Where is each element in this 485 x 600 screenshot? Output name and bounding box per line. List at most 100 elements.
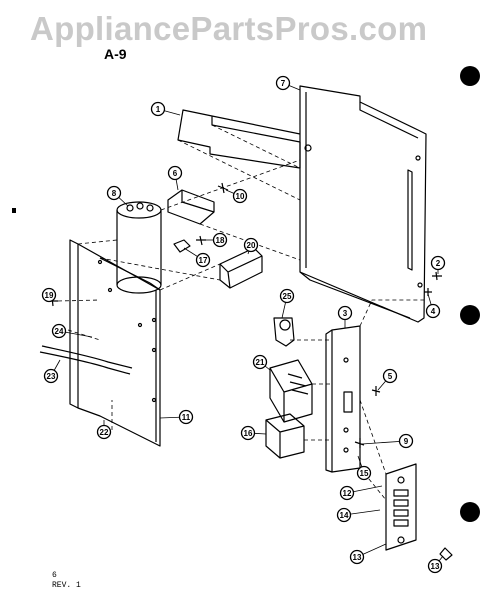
callout-circle bbox=[212, 232, 228, 248]
callout-circle bbox=[430, 255, 446, 271]
callout-number: 19 bbox=[45, 291, 54, 300]
callout-circle bbox=[349, 549, 365, 565]
callout-number: 25 bbox=[283, 292, 292, 301]
callout-number: 8 bbox=[112, 189, 117, 198]
footer-revision: REV. 1 bbox=[52, 581, 81, 590]
callout-17: 17 bbox=[183, 247, 211, 268]
callout-circle bbox=[243, 237, 259, 253]
callout-4: 4 bbox=[425, 293, 441, 319]
part-7-side-panel bbox=[299, 85, 427, 323]
callout-circle bbox=[356, 465, 372, 481]
watermark: AppliancePartsPros.com bbox=[30, 10, 428, 47]
callout-circle bbox=[240, 425, 256, 441]
callout-number: 13 bbox=[431, 562, 440, 571]
callout-11: 11 bbox=[159, 409, 194, 425]
callout-6: 6 bbox=[167, 165, 183, 191]
callout-number: 1 bbox=[156, 105, 161, 114]
callout-number: 11 bbox=[182, 413, 191, 422]
callout-number: 3 bbox=[343, 309, 348, 318]
callout-10: 10 bbox=[225, 188, 248, 204]
callout-21: 21 bbox=[252, 354, 271, 371]
callout-18: 18 bbox=[206, 232, 228, 248]
callout-number: 7 bbox=[281, 79, 286, 88]
callout-23: 23 bbox=[43, 359, 61, 384]
callout-number: 9 bbox=[404, 437, 409, 446]
registration-dot-top bbox=[460, 66, 480, 86]
callout-number: 12 bbox=[343, 489, 352, 498]
callout-circle bbox=[195, 252, 211, 268]
registration-dot-bottom bbox=[460, 502, 480, 522]
callout-number: 4 bbox=[431, 307, 436, 316]
callout-circle bbox=[252, 354, 268, 370]
callout-circle bbox=[398, 433, 414, 449]
callout-leader bbox=[361, 440, 407, 445]
callout-number: 6 bbox=[173, 169, 178, 178]
callout-13: 13 bbox=[427, 555, 444, 574]
callout-1: 1 bbox=[150, 101, 181, 117]
callout-8: 8 bbox=[106, 185, 129, 207]
callout-7: 7 bbox=[275, 75, 301, 91]
part-3-panel bbox=[325, 325, 361, 473]
callout-14: 14 bbox=[336, 507, 381, 523]
callout-25: 25 bbox=[279, 288, 295, 319]
part-20-relay bbox=[219, 247, 263, 289]
callout-circle bbox=[425, 303, 441, 319]
callout-15: 15 bbox=[356, 455, 372, 481]
callout-circle bbox=[106, 185, 122, 201]
registration-dot-middle bbox=[460, 305, 480, 325]
callout-circle bbox=[337, 305, 353, 321]
callout-circle bbox=[96, 424, 112, 440]
callout-9: 9 bbox=[361, 433, 414, 449]
callout-number: 13 bbox=[353, 553, 362, 562]
callout-number: 22 bbox=[100, 428, 109, 437]
callout-number: 14 bbox=[340, 511, 349, 520]
callout-number: 15 bbox=[360, 469, 369, 478]
callout-circle bbox=[43, 368, 59, 384]
callout-number: 24 bbox=[55, 327, 64, 336]
callout-number: 10 bbox=[236, 192, 245, 201]
callout-20: 20 bbox=[243, 237, 259, 255]
callout-circle bbox=[427, 558, 443, 574]
callout-5: 5 bbox=[377, 368, 398, 391]
callout-number: 17 bbox=[199, 256, 208, 265]
alignment-lines bbox=[57, 124, 424, 501]
callout-2: 2 bbox=[430, 255, 446, 274]
callout-number: 20 bbox=[247, 241, 256, 250]
part-25-switch bbox=[273, 317, 295, 347]
callout-number: 16 bbox=[244, 429, 253, 438]
part-8-capacitor bbox=[116, 201, 162, 294]
callout-circle bbox=[232, 188, 248, 204]
callout-number: 23 bbox=[47, 372, 56, 381]
part-6-bracket bbox=[167, 189, 215, 225]
callout-13: 13 bbox=[349, 543, 387, 565]
callout-number: 18 bbox=[216, 236, 225, 245]
callout-circle bbox=[178, 409, 194, 425]
callout-circle bbox=[51, 323, 67, 339]
figure-label: A-9 bbox=[104, 46, 127, 62]
callout-number: 21 bbox=[256, 358, 265, 367]
callout-circle bbox=[167, 165, 183, 181]
callout-number: 2 bbox=[436, 259, 441, 268]
callout-circle bbox=[382, 368, 398, 384]
registration-tick bbox=[12, 208, 16, 213]
footer-page-number: 6 bbox=[52, 571, 57, 580]
callout-circle bbox=[279, 288, 295, 304]
registration-marks bbox=[12, 66, 480, 522]
part-16-transformer bbox=[265, 413, 305, 459]
callout-12: 12 bbox=[339, 485, 383, 501]
callout-circle bbox=[275, 75, 291, 91]
callout-16: 16 bbox=[240, 425, 267, 441]
part-23-wire bbox=[39, 345, 133, 375]
callout-circle bbox=[339, 485, 355, 501]
part-17-clip bbox=[173, 239, 191, 253]
part-21-terminal-block bbox=[269, 359, 313, 423]
callout-22: 22 bbox=[96, 420, 112, 440]
callout-19: 19 bbox=[41, 287, 57, 303]
part-11-control-box bbox=[69, 239, 161, 447]
callout-3: 3 bbox=[337, 305, 353, 328]
callout-number: 5 bbox=[388, 372, 393, 381]
callout-circle bbox=[336, 507, 352, 523]
